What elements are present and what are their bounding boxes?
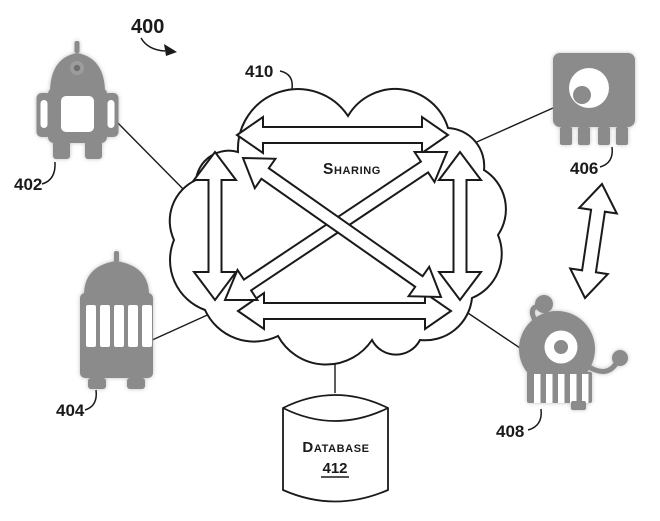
figure-ref-label: 400 xyxy=(131,16,164,38)
figure-ref-arrow xyxy=(140,37,166,52)
robot-406-icon xyxy=(553,53,635,145)
external-double-arrow xyxy=(568,182,619,300)
leader-408 xyxy=(527,408,542,431)
diagonal-double-arrow-down xyxy=(241,156,443,299)
robot-404-icon xyxy=(80,251,153,389)
link-406-cloud xyxy=(469,107,554,146)
leader-lines xyxy=(41,37,613,431)
bottom-horizontal-double-arrow xyxy=(236,291,453,331)
leader-410 xyxy=(279,70,293,90)
leader-406 xyxy=(599,146,613,168)
link-402-cloud xyxy=(111,116,191,197)
database-ref-label: 412 xyxy=(322,460,347,477)
left-vertical-double-arrow xyxy=(192,150,238,302)
robot-402-label: 402 xyxy=(14,175,42,194)
robot-408-label: 408 xyxy=(496,422,524,441)
cloud-title: Sharing xyxy=(323,161,381,178)
cloud-ref-label: 410 xyxy=(245,62,273,81)
database-label: Database xyxy=(302,439,369,456)
figure-ref-arrowhead xyxy=(164,44,177,56)
robot-406-label: 406 xyxy=(570,159,598,178)
robot-402-icon xyxy=(36,41,119,159)
link-404-cloud xyxy=(149,311,215,342)
leader-402 xyxy=(41,161,56,185)
leader-404 xyxy=(84,389,98,411)
robot-408-icon xyxy=(519,295,628,410)
top-horizontal-double-arrow xyxy=(235,115,450,155)
database-cylinder: Database 412 xyxy=(282,394,389,503)
right-vertical-double-arrow xyxy=(437,150,483,302)
arrows-layer xyxy=(192,115,619,331)
robot-404-label: 404 xyxy=(56,401,85,420)
